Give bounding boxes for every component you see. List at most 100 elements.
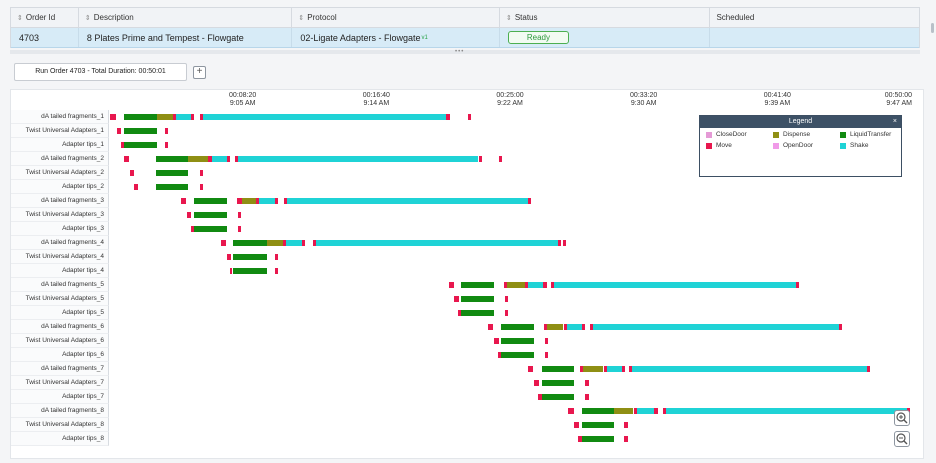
task-bar-dispense[interactable] (546, 324, 564, 330)
task-bar-move[interactable] (624, 436, 628, 442)
task-bar-move[interactable] (504, 282, 507, 288)
task-bar-liquidtransfer[interactable] (123, 142, 157, 148)
task-bar-liquidtransfer[interactable] (232, 268, 267, 274)
task-bar-shake[interactable] (636, 408, 655, 414)
task-bar-shake[interactable] (286, 240, 302, 246)
task-bar-liquidtransfer[interactable] (461, 310, 494, 316)
task-bar-liquidtransfer[interactable] (123, 114, 157, 120)
task-bar-move[interactable] (190, 226, 194, 232)
task-bar-move[interactable] (110, 114, 116, 120)
expand-icon[interactable]: + (193, 66, 206, 79)
task-bar-move[interactable] (208, 156, 212, 162)
task-bar-move[interactable] (527, 198, 532, 204)
task-bar-move[interactable] (545, 338, 549, 344)
task-bar-move[interactable] (621, 366, 625, 372)
zoom-in-button[interactable] (894, 410, 910, 426)
task-bar-shake[interactable] (211, 156, 227, 162)
task-bar-liquidtransfer[interactable] (501, 352, 534, 358)
task-bar-liquidtransfer[interactable] (194, 198, 227, 204)
task-bar-dispense[interactable] (583, 366, 604, 372)
task-bar-move[interactable] (256, 198, 260, 204)
task-bar-move[interactable] (236, 198, 243, 204)
task-bar-move[interactable] (624, 422, 628, 428)
task-bar-move[interactable] (190, 114, 194, 120)
task-bar-move[interactable] (283, 198, 287, 204)
task-bar-liquidtransfer[interactable] (194, 226, 227, 232)
task-bar-move[interactable] (164, 142, 168, 148)
task-bar-liquidtransfer[interactable] (461, 296, 494, 302)
task-bar-move[interactable] (478, 156, 482, 162)
table-scrollbar[interactable] (931, 23, 934, 33)
task-bar-shake[interactable] (566, 324, 583, 330)
task-bar-liquidtransfer[interactable] (541, 366, 575, 372)
task-bar-move[interactable] (538, 394, 542, 400)
task-bar-liquidtransfer[interactable] (581, 422, 615, 428)
task-bar-move[interactable] (123, 156, 129, 162)
task-bar-move[interactable] (590, 324, 594, 330)
task-bar-liquidtransfer[interactable] (461, 282, 494, 288)
task-bar-move[interactable] (629, 366, 633, 372)
task-bar-shake[interactable] (593, 324, 839, 330)
task-bar-dispense[interactable] (156, 114, 174, 120)
task-bar-liquidtransfer[interactable] (155, 170, 188, 176)
task-bar-move[interactable] (199, 170, 204, 176)
task-bar-shake[interactable] (527, 282, 544, 288)
task-bar-move[interactable] (237, 212, 242, 218)
task-bar-move[interactable] (866, 366, 870, 372)
task-bar-move[interactable] (274, 254, 278, 260)
task-bar-liquidtransfer[interactable] (541, 394, 575, 400)
task-bar-move[interactable] (117, 128, 121, 134)
task-bar-move[interactable] (180, 198, 186, 204)
task-bar-dispense[interactable] (614, 408, 634, 414)
task-bar-move[interactable] (494, 338, 499, 344)
task-bar-move[interactable] (164, 128, 168, 134)
task-bar-move[interactable] (545, 352, 549, 358)
task-bar-shake[interactable] (203, 114, 447, 120)
task-bar-move[interactable] (237, 226, 242, 232)
task-bar-liquidtransfer[interactable] (123, 128, 157, 134)
task-bar-move[interactable] (199, 184, 204, 190)
run-order-button[interactable]: Run Order 4703 - Total Duration: 00:50:0… (14, 63, 187, 81)
task-bar-move[interactable] (302, 240, 306, 246)
task-bar-move[interactable] (275, 198, 279, 204)
task-bar-move[interactable] (557, 240, 561, 246)
task-bar-liquidtransfer[interactable] (194, 212, 227, 218)
task-bar-liquidtransfer[interactable] (232, 254, 267, 260)
task-bar-move[interactable] (457, 310, 462, 316)
task-bar-move[interactable] (563, 324, 567, 330)
task-bar-move[interactable] (312, 240, 316, 246)
task-bar-move[interactable] (220, 240, 226, 246)
task-bar-move[interactable] (505, 296, 509, 302)
task-bar-shake[interactable] (315, 240, 558, 246)
task-bar-move[interactable] (453, 296, 459, 302)
task-bar-shake[interactable] (259, 198, 276, 204)
task-bar-shake[interactable] (287, 198, 528, 204)
task-bar-move[interactable] (226, 156, 230, 162)
task-bar-move[interactable] (173, 114, 177, 120)
task-bar-move[interactable] (129, 170, 135, 176)
task-bar-move[interactable] (234, 156, 238, 162)
task-bar-move[interactable] (578, 436, 582, 442)
task-bar-move[interactable] (585, 380, 589, 386)
task-bar-move[interactable] (796, 282, 800, 288)
task-bar-liquidtransfer[interactable] (232, 240, 267, 246)
task-bar-move[interactable] (574, 422, 579, 428)
task-bar-liquidtransfer[interactable] (501, 324, 534, 330)
task-bar-move[interactable] (498, 156, 502, 162)
task-bar-move[interactable] (134, 184, 139, 190)
task-bar-move[interactable] (603, 366, 607, 372)
close-icon[interactable]: × (892, 118, 897, 125)
table-row[interactable]: 4703 8 Plates Prime and Tempest - Flowga… (11, 28, 919, 48)
task-bar-liquidtransfer[interactable] (155, 184, 188, 190)
task-bar-liquidtransfer[interactable] (501, 338, 534, 344)
task-bar-liquidtransfer[interactable] (581, 408, 615, 414)
task-bar-move[interactable] (551, 282, 555, 288)
column-header-status[interactable]: ⇕Status (500, 8, 711, 27)
column-header-scheduled[interactable]: Scheduled (716, 13, 755, 22)
task-bar-move[interactable] (505, 310, 509, 316)
task-bar-shake[interactable] (632, 366, 867, 372)
task-bar-move[interactable] (524, 282, 528, 288)
task-bar-move[interactable] (498, 352, 502, 358)
task-bar-liquidtransfer[interactable] (581, 436, 615, 442)
zoom-out-button[interactable] (894, 431, 910, 447)
